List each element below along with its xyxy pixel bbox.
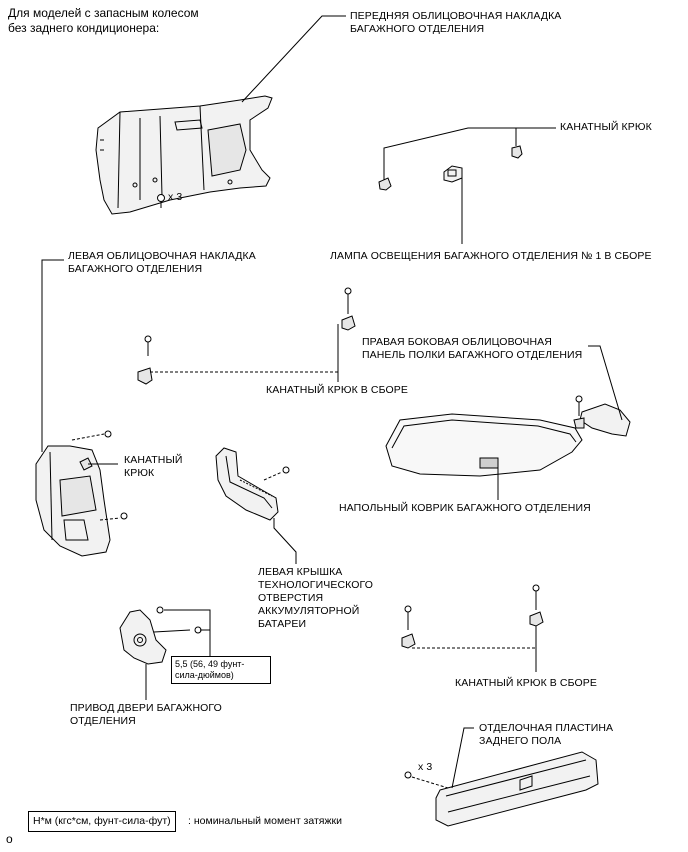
label-rope-hook-top: КАНАТНЫЙ КРЮК <box>560 121 652 133</box>
door-actuator <box>119 606 202 665</box>
rope-hook-top-right <box>511 138 523 159</box>
floor-mat <box>385 413 583 477</box>
leader-right-shelf <box>588 345 623 421</box>
label-battery-cover: ЛЕВАЯ КРЫШКА ТЕХНОЛОГИЧЕСКОГО ОТВЕРСТИЯ … <box>258 566 373 630</box>
leader-scuff-plate <box>451 727 474 789</box>
leader-rope-hook-top <box>383 127 556 180</box>
rope-hook-assy-1 <box>137 287 356 385</box>
label-rope-hook-left: КАНАТНЫЙ КРЮК <box>124 454 183 479</box>
leader-torque <box>164 609 211 656</box>
label-lamp: ЛАМПА ОСВЕЩЕНИЯ БАГАЖНОГО ОТДЕЛЕНИЯ № 1 … <box>330 250 652 262</box>
label-scuff-plate: ОТДЕЛОЧНАЯ ПЛАСТИНА ЗАДНЕГО ПОЛА <box>479 722 614 747</box>
model-note: Для моделей с запасным колесом без задне… <box>8 6 199 35</box>
left-trim-panel <box>35 430 128 557</box>
screw <box>157 194 165 208</box>
rope-hook-top-left <box>378 177 392 191</box>
label-floor-mat: НАПОЛЬНЫЙ КОВРИК БАГАЖНОГО ОТДЕЛЕНИЯ <box>339 502 591 514</box>
qty-front-screws: x 3 <box>168 191 183 203</box>
battery-cover <box>215 447 290 521</box>
label-rope-hook-assy-2: КАНАТНЫЙ КРЮК В СБОРЕ <box>455 677 597 689</box>
label-front-trim: ПЕРЕДНЯЯ ОБЛИЦОВОЧНАЯ НАКЛАДКА БАГАЖНОГО… <box>350 10 562 35</box>
qty-scuff-screws: x 3 <box>418 761 433 773</box>
label-right-shelf: ПРАВАЯ БОКОВАЯ ОБЛИЦОВОЧНАЯ ПАНЕЛЬ ПОЛКИ… <box>362 336 583 361</box>
label-door-actuator: ПРИВОД ДВЕРИ БАГАЖНОГО ОТДЕЛЕНИЯ <box>70 702 222 727</box>
leader-front-trim <box>241 15 346 103</box>
label-left-trim: ЛЕВАЯ ОБЛИЦОВОЧНАЯ НАКЛАДКА БАГАЖНОГО ОТ… <box>68 250 256 275</box>
rope-hook-assy-2 <box>401 584 544 672</box>
leader-battery-cover <box>273 518 297 564</box>
legend-description: : номинальный момент затяжки <box>188 815 342 827</box>
corner-mark: o <box>6 832 13 846</box>
label-rope-hook-assy-1: КАНАТНЫЙ КРЮК В СБОРЕ <box>266 384 408 396</box>
legend-unit-box: Н*м (кгс*см, фунт-сила-фут) <box>28 811 176 832</box>
scuff-plate <box>404 751 599 827</box>
front-trim-panel <box>95 95 273 215</box>
trunk-lamp-part <box>443 165 463 183</box>
torque-spec-box: 5,5 (56, 49 фунт- сила-дюймов) <box>171 656 271 684</box>
leader-left-trim <box>41 259 64 452</box>
right-shelf-panel <box>573 395 631 437</box>
